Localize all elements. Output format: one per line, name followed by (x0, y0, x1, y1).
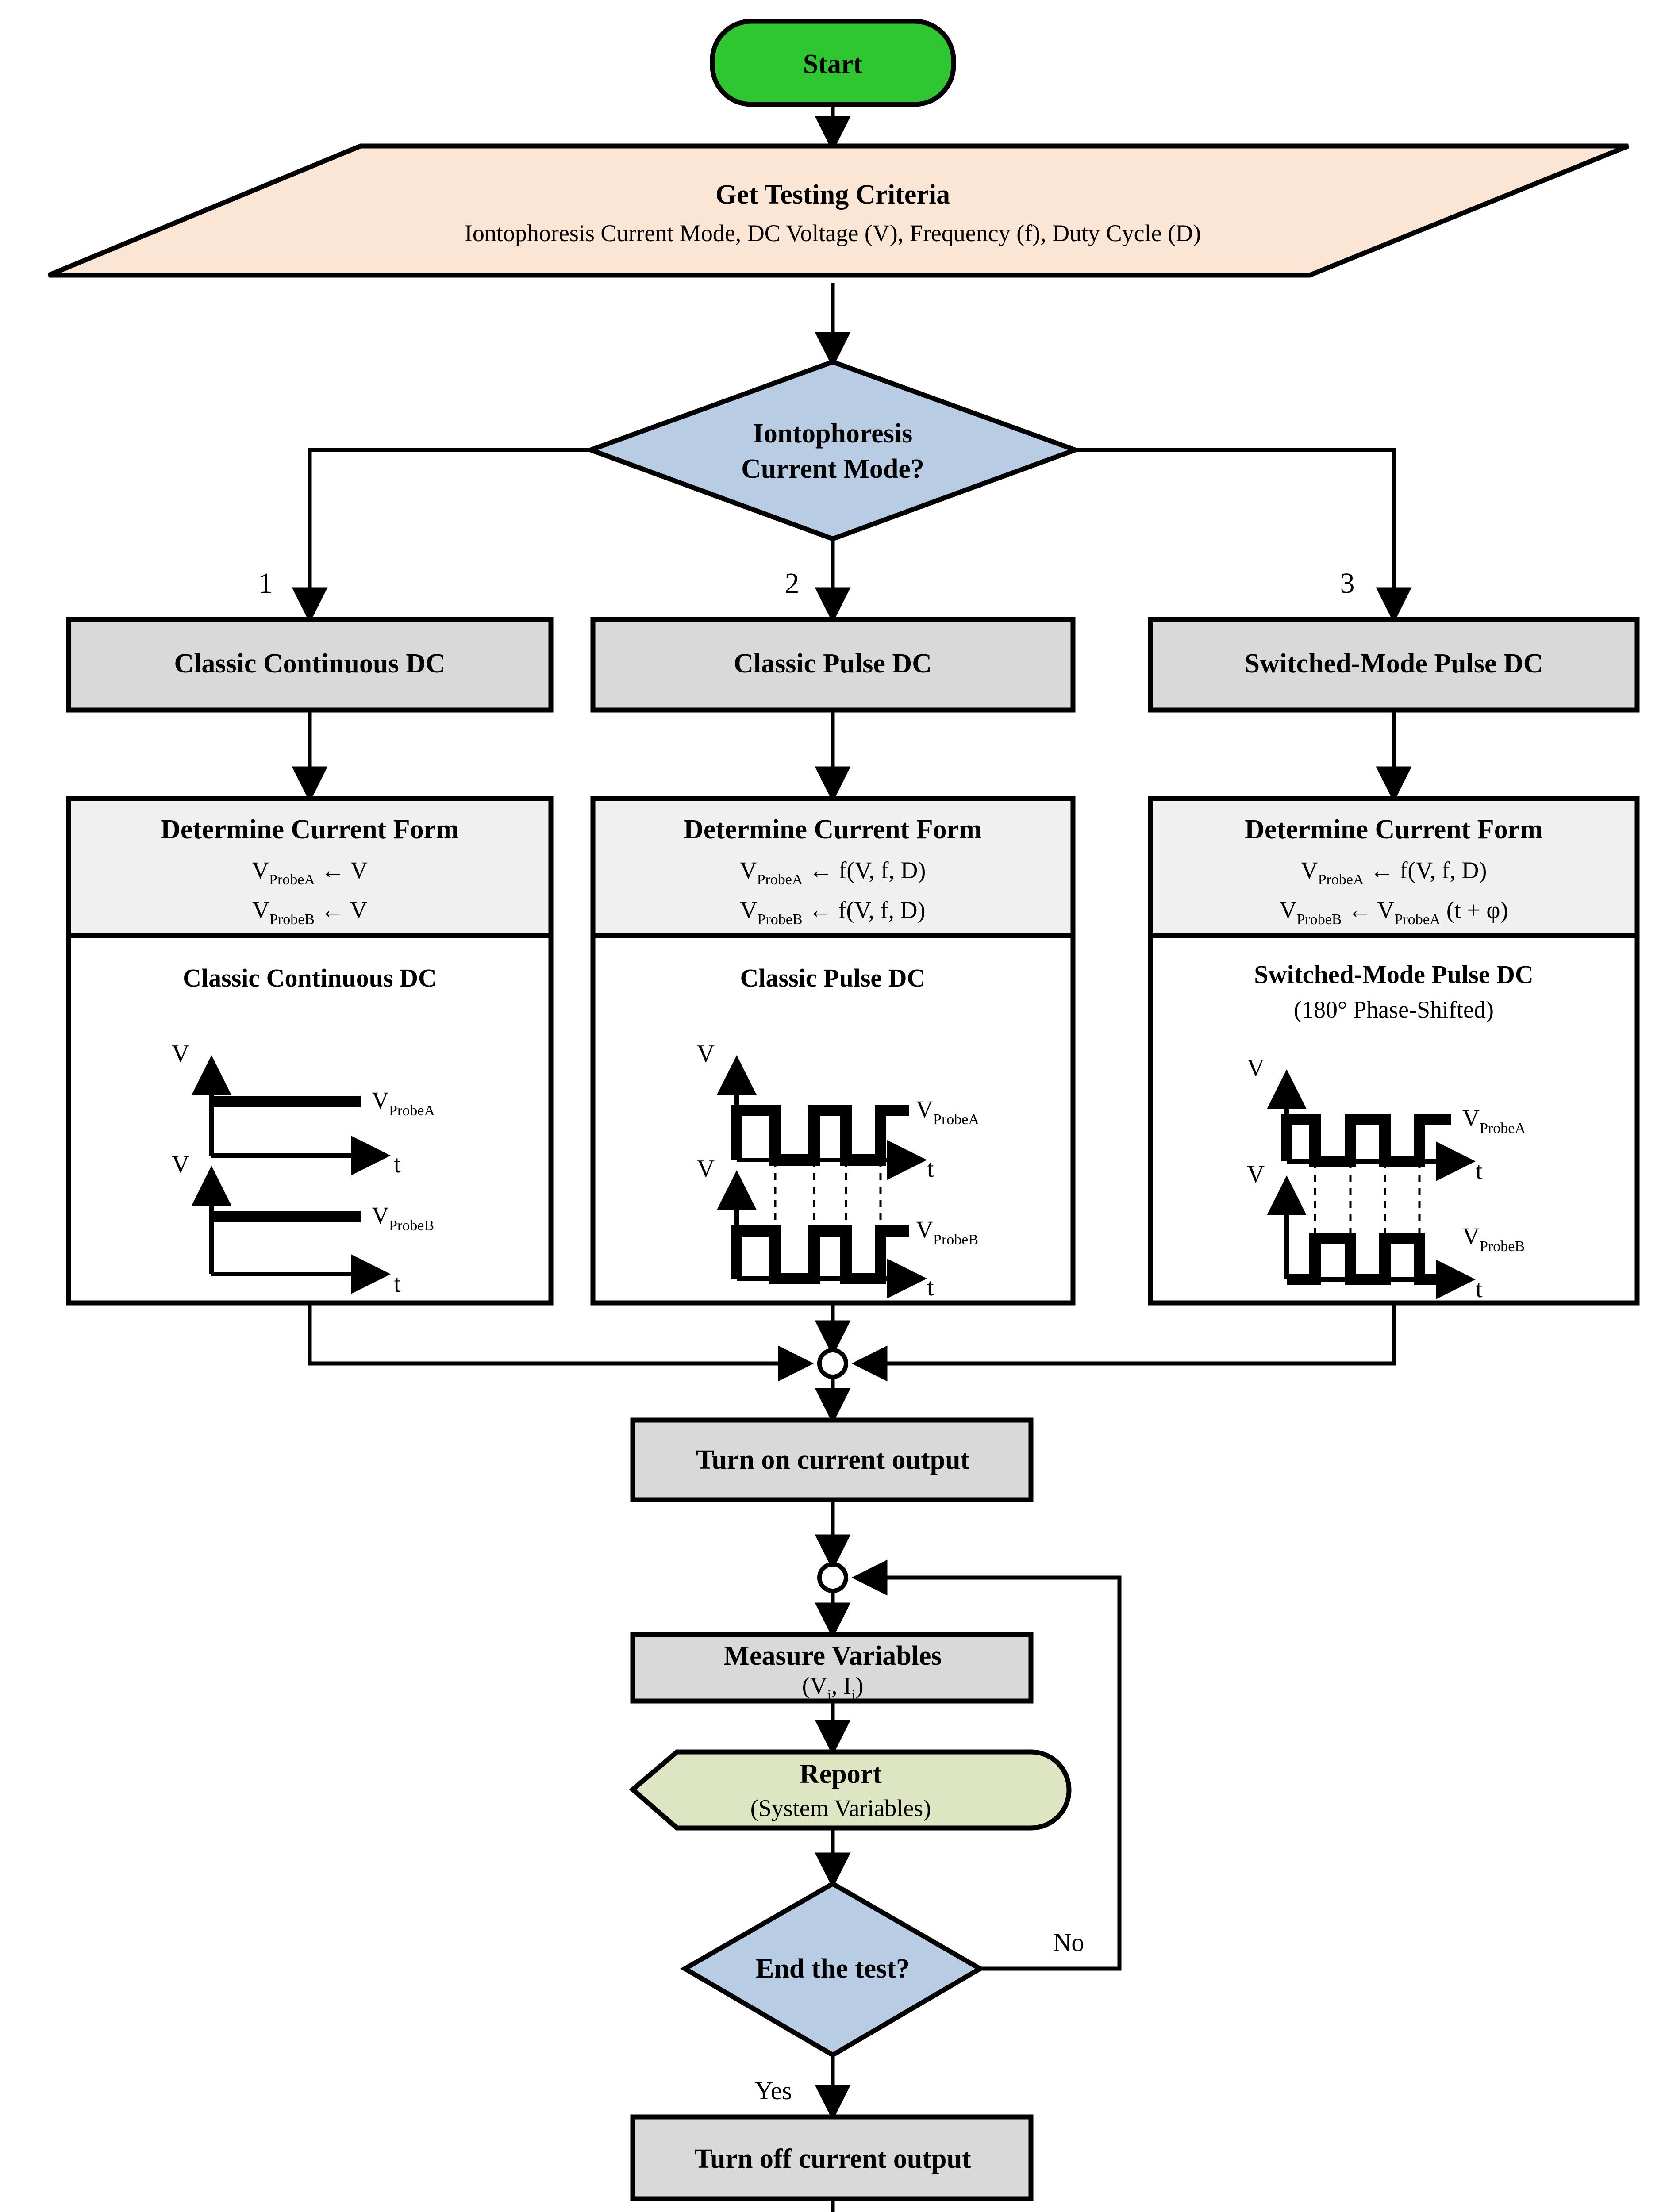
panel-waveform-classic-continuous-dc: Classic Continuous DC V t VProbeA V t VP… (66, 933, 554, 1306)
waveform2-trace-b-label: VProbeB (916, 1216, 978, 1248)
waveform3-trace-a-label: VProbeA (1462, 1105, 1526, 1137)
node-mode-switched-mode-pulse-dc[interactable]: Switched-Mode Pulse DC (1148, 617, 1640, 713)
waveform2-b-axis-t-label: t (927, 1274, 934, 1301)
node-determine-current-form-3[interactable]: Determine Current Form VProbeA ← f(V, f,… (1148, 796, 1640, 938)
waveform1-b-axes (192, 1166, 391, 1294)
waveform2-trace-a-label: VProbeA (916, 1096, 979, 1128)
waveform3-trace-a (1281, 1114, 1451, 1167)
edge-label-yes: Yes (755, 2076, 792, 2105)
node-decision-end-test[interactable]: End the test? (680, 1881, 985, 2058)
edge-branch-1 (292, 448, 591, 623)
mode1-label: Classic Continuous DC (174, 649, 445, 679)
waveform1-title: Classic Continuous DC (183, 964, 437, 992)
waveform1-trace-a-label: VProbeA (372, 1087, 435, 1119)
edge-label-no: No (1053, 1928, 1084, 1957)
turnoff-label: Turn off current output (694, 2144, 971, 2174)
turnon-shape (630, 1417, 1034, 1502)
edge-col3-to-merge (851, 1303, 1396, 1382)
waveform3-b-axis-t-label: t (1476, 1275, 1483, 1303)
determine2-shape (590, 796, 1076, 938)
loop-junction-icon (817, 1562, 848, 1593)
waveform1-a-axes (192, 1055, 391, 1175)
node-report[interactable]: Report (System Variables) (629, 1749, 1072, 1831)
node-mode-classic-pulse-dc[interactable]: Classic Pulse DC (590, 617, 1076, 713)
report-title: Report (800, 1759, 882, 1789)
report-subtitle: (System Variables) (750, 1795, 931, 1821)
determine3-shape (1148, 796, 1640, 938)
criteria-subtitle: Iontophoresis Current Mode, DC Voltage (… (465, 220, 1201, 246)
branch-label-3: 3 (1340, 567, 1355, 599)
criteria-title: Get Testing Criteria (715, 180, 950, 210)
waveform2-title: Classic Pulse DC (740, 964, 926, 992)
turnon-label: Turn on current output (696, 1445, 970, 1475)
input-parallelogram-shape (47, 143, 1630, 278)
node-start[interactable]: Start (710, 19, 956, 107)
determine1-formula2: VProbeB ← V (252, 897, 367, 928)
decision-line2: Current Mode? (741, 454, 924, 484)
determine1-formula1: VProbeA ← V (252, 857, 368, 888)
waveform2-phase-guides (774, 1160, 882, 1231)
connector-layer (292, 104, 1412, 2212)
node-mode-classic-continuous-dc[interactable]: Classic Continuous DC (66, 617, 554, 713)
node-turn-off-current-output[interactable]: Turn off current output (630, 2114, 1034, 2201)
determine3-formula1: VProbeA ← f(V, f, D) (1301, 857, 1487, 888)
node-decision-current-mode[interactable]: Iontophoresis Current Mode? (583, 359, 1083, 541)
waveform3-b-axis-v-label: V (1247, 1160, 1265, 1188)
end-decision-label: End the test? (756, 1954, 910, 1984)
waveform3-a-axis-v-label: V (1247, 1054, 1265, 1082)
determine1-title: Determine Current Form (161, 814, 459, 845)
mode3-shape (1148, 617, 1640, 713)
panel-waveform-switched-mode-pulse-dc: Switched-Mode Pulse DC (180° Phase-Shift… (1148, 933, 1640, 1306)
edge-col1-to-merge (308, 1303, 814, 1382)
mode3-label: Switched-Mode Pulse DC (1244, 649, 1543, 679)
waveform2-trace-a (731, 1105, 909, 1166)
waveform2-shape (590, 933, 1076, 1306)
measure-subtitle: (Vi, Ii) (802, 1672, 864, 1703)
waveform2-b-axis-v-label: V (697, 1155, 715, 1183)
start-label: Start (803, 49, 863, 79)
mode2-label: Classic Pulse DC (734, 649, 932, 679)
mode1-shape (66, 617, 554, 713)
node-measure-variables[interactable]: Measure Variables (Vi, Ii) (630, 1632, 1034, 1704)
node-determine-current-form-2[interactable]: Determine Current Form VProbeA ← f(V, f,… (590, 796, 1076, 938)
waveform1-b-axis-v-label: V (172, 1151, 189, 1178)
waveform2-a-axis-v-label: V (697, 1040, 715, 1068)
edge-no-loopback (851, 1559, 1122, 1971)
waveform3-trace-b-label: VProbeB (1462, 1223, 1525, 1255)
determine2-formula2: VProbeB ← f(V, f, D) (740, 897, 926, 928)
waveform1-shape (66, 933, 554, 1306)
waveform1-a-axis-t-label: t (394, 1151, 401, 1178)
branch-label-2: 2 (785, 567, 800, 599)
panel-waveform-classic-pulse-dc: Classic Pulse DC V t VProbeA V t VProbeB (590, 933, 1076, 1306)
end-decision-diamond-shape (680, 1881, 985, 2058)
waveform3-trace-b (1287, 1233, 1451, 1285)
measure-title: Measure Variables (723, 1641, 942, 1671)
turnoff-shape (630, 2114, 1034, 2201)
edge-branch-3 (1075, 448, 1412, 623)
waveform3-subtitle: (180° Phase-Shifted) (1294, 996, 1494, 1023)
node-determine-current-form-1[interactable]: Determine Current Form VProbeA ← V VProb… (66, 796, 554, 938)
waveform2-a-axis-t-label: t (927, 1155, 934, 1183)
determine2-formula1: VProbeA ← f(V, f, D) (740, 857, 926, 888)
branch-label-1: 1 (258, 567, 273, 599)
node-turn-on-current-output[interactable]: Turn on current output (630, 1417, 1034, 1502)
node-get-testing-criteria[interactable]: Get Testing Criteria Iontophoresis Curre… (47, 143, 1630, 278)
waveform3-title: Switched-Mode Pulse DC (1254, 960, 1534, 989)
waveform1-b-axis-t-label: t (394, 1270, 401, 1298)
decision-line1: Iontophoresis (753, 419, 913, 449)
waveform1-a-axis-v-label: V (172, 1040, 189, 1068)
report-shape (629, 1749, 1072, 1831)
waveform3-shape (1148, 933, 1640, 1306)
waveform1-trace-b-label: VProbeB (372, 1202, 434, 1234)
start-shape (710, 19, 956, 107)
determine3-title: Determine Current Form (1245, 814, 1543, 845)
determine1-shape (66, 796, 554, 938)
measure-shape (630, 1632, 1034, 1704)
merge-junction-icon (817, 1348, 848, 1379)
mode2-shape (590, 617, 1076, 713)
decision-diamond-shape (583, 359, 1083, 541)
determine2-title: Determine Current Form (684, 814, 982, 845)
waveform3-a-axis-t-label: t (1476, 1157, 1483, 1185)
determine3-formula2: VProbeB ← VProbeA (t + φ) (1279, 897, 1508, 928)
